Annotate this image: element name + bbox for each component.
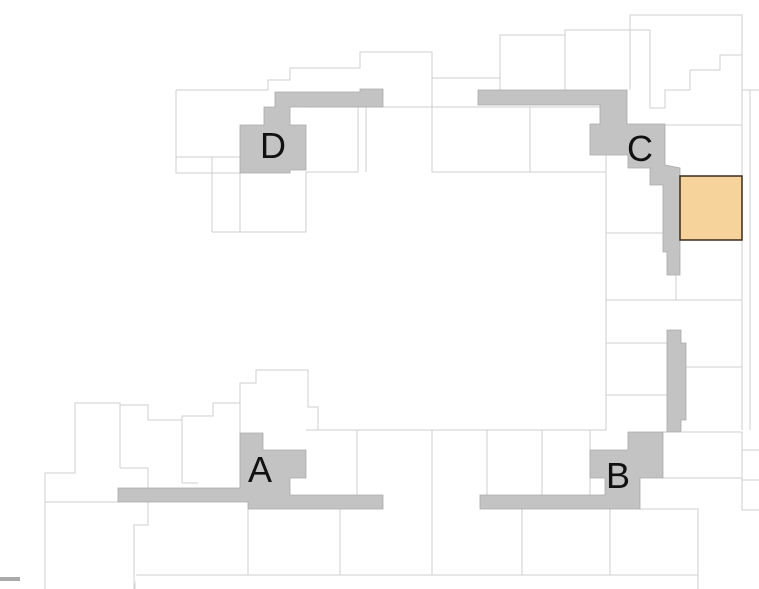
- corridor-c[interactable]: [477, 89, 681, 276]
- corridor-b[interactable]: [479, 329, 687, 510]
- area-label-a: A: [248, 449, 272, 490]
- scale-bar: [0, 577, 20, 581]
- area-label-b: B: [606, 455, 630, 496]
- area-label-c: C: [627, 128, 653, 169]
- corridors: [117, 88, 687, 510]
- area-label-d: D: [260, 125, 286, 166]
- corridor-a[interactable]: [117, 432, 384, 510]
- highlighted-room[interactable]: [679, 175, 743, 241]
- room-outlines: [44, 14, 759, 589]
- corridor-d[interactable]: [239, 88, 384, 174]
